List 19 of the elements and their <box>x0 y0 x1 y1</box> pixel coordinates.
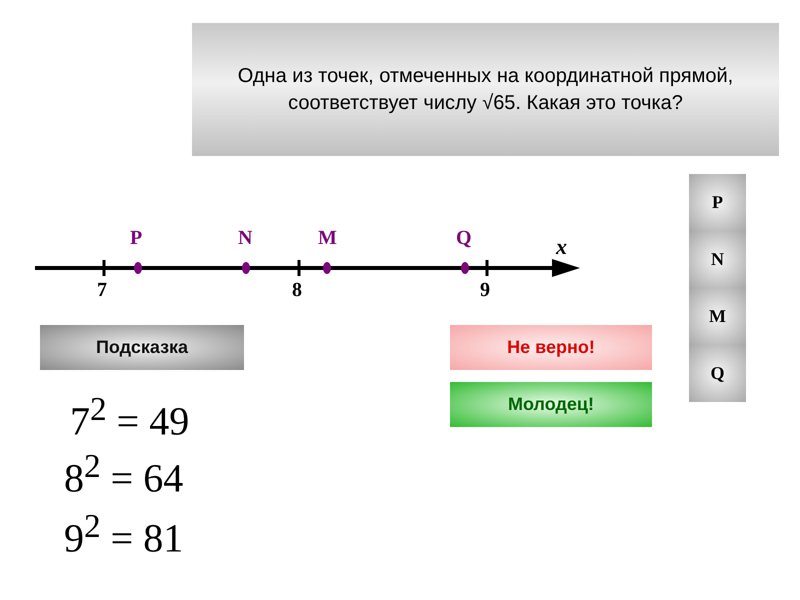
answer-button: N <box>689 231 746 288</box>
axis-label: x <box>556 236 567 258</box>
equation: 8$^{2}$ = 64 <box>64 450 184 498</box>
tick-label: 9 <box>480 280 490 300</box>
point-label: N <box>238 228 252 248</box>
point-label: M <box>318 228 337 248</box>
equation: 7$^{2}$ = 49 <box>70 393 190 442</box>
answer-button: M <box>689 288 746 345</box>
feedback-banner: Молодец! <box>450 382 652 427</box>
equation: 9$^{2}$ = 81 <box>64 510 184 558</box>
hint-button: Подсказка <box>40 325 244 370</box>
feedback-banner: Не верно! <box>450 325 652 370</box>
answer-button: P <box>689 174 746 231</box>
tick-label: 7 <box>97 280 107 300</box>
point-label: Q <box>456 228 472 248</box>
point-label: P <box>130 228 142 248</box>
answer-button: Q <box>689 345 746 402</box>
question-box: Одна из точек, отмеченных на координатной прямой, соответствует числу √65. Какая это точка? <box>192 23 779 156</box>
tick-label: 8 <box>292 280 302 300</box>
